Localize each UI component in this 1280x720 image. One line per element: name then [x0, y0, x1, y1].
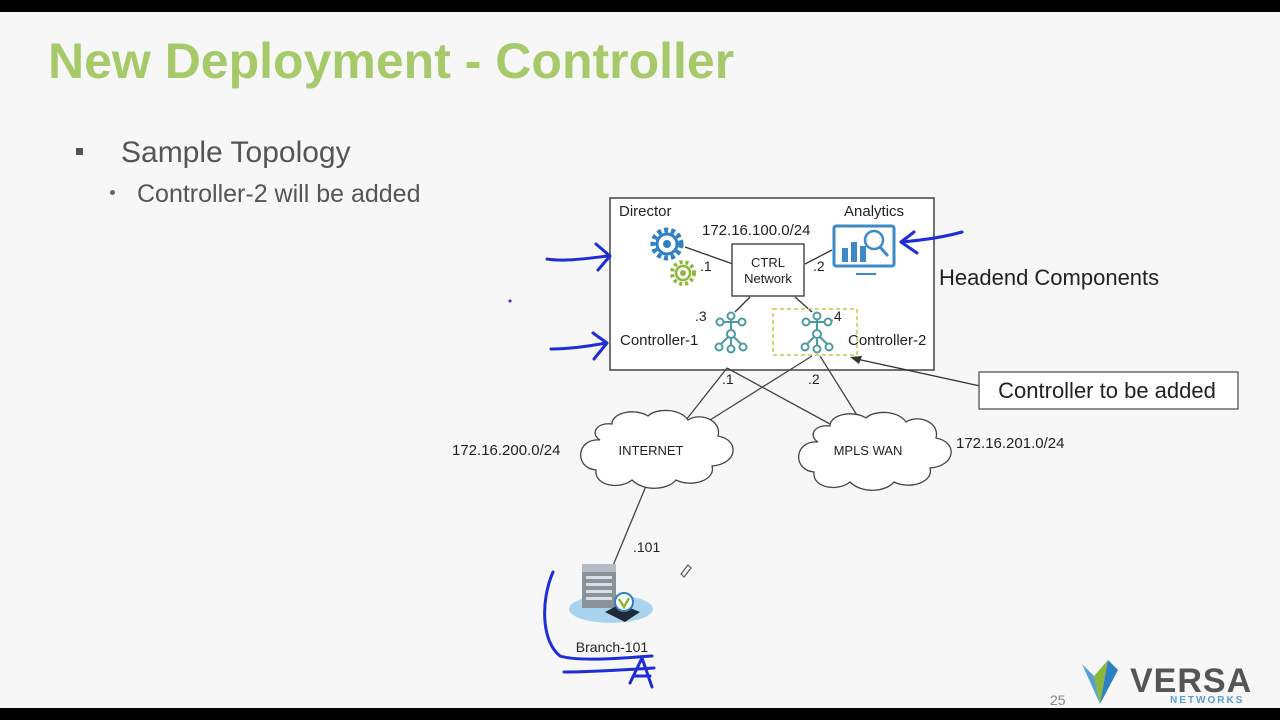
analytics-arrowhead-icon [899, 230, 919, 255]
branch-ip: .101 [633, 539, 660, 555]
uplink-ip-2: .2 [808, 371, 820, 387]
controller2-ip: .4 [830, 308, 842, 324]
branch-building-icon [569, 564, 653, 623]
controller2-label: Controller-2 [848, 332, 926, 349]
dot-bullet-icon [110, 189, 115, 195]
analytics-arrow-shaft [899, 230, 964, 244]
internet-subnet-label: 172.16.200.0/24 [452, 442, 560, 459]
analytics-ip: .2 [813, 258, 825, 274]
uplink-ip-1: .1 [722, 371, 734, 387]
versa-networks-logo: VERSA NETWORKS [1076, 652, 1251, 708]
controller1-icon [714, 311, 748, 354]
controller1-label: Controller-1 [620, 332, 698, 349]
internet-label: INTERNET [619, 443, 684, 458]
controller1-arrow-shaft [549, 341, 608, 351]
ctrl-network-links [684, 246, 833, 313]
slide-title: New Deployment - Controller [48, 33, 735, 89]
bullet-level1: Sample Topology [76, 136, 351, 170]
logo-wordmark: VERSA [1130, 662, 1253, 700]
annotation-marks [543, 230, 964, 689]
branch-underline-stroke [562, 666, 656, 674]
mpls-label: MPLS WAN [834, 443, 903, 458]
branch-a-mark [628, 656, 654, 689]
wan-links [611, 355, 861, 569]
controller2-icon [800, 311, 834, 354]
director-arrowhead-icon [594, 242, 612, 272]
square-bullet-icon [76, 147, 83, 155]
sub-bullet-text: Controller-2 will be added [137, 180, 421, 208]
callout-pointer [851, 357, 981, 387]
logo-subtitle: NETWORKS [1170, 695, 1245, 706]
callout-arrowhead-icon [850, 356, 862, 364]
controller1-arrowhead-icon [591, 331, 609, 361]
bullet-level2: Controller-2 will be added [110, 180, 420, 209]
ctrl-network-label-2: Network [744, 271, 792, 286]
controller2-highlight-box [772, 308, 858, 356]
versa-v-logo-icon [1082, 660, 1118, 704]
bullet-text: Sample Topology [121, 136, 351, 169]
topology-diagram: CTRL Network Director Analytics 172.16.1… [452, 197, 1239, 689]
internet-cloud-icon [580, 409, 734, 489]
ctrl-network-box [731, 243, 805, 297]
branch-label: Branch-101 [576, 639, 649, 655]
director-ip: .1 [700, 258, 712, 274]
controller1-ip: .3 [695, 308, 707, 324]
callout-box [978, 371, 1239, 410]
branch-circle-stroke [543, 570, 654, 661]
pen-cursor-icon [680, 564, 692, 578]
page-number: 25 [1050, 692, 1066, 708]
ctrl-subnet-label: 172.16.100.0/24 [702, 222, 810, 239]
director-gear-icon [650, 227, 696, 286]
analytics-monitor-icon [832, 224, 896, 275]
mpls-cloud-icon [798, 411, 952, 491]
headend-components-label: Headend Components [939, 265, 1159, 290]
director-arrow-shaft [545, 254, 610, 262]
annotation-dot [508, 299, 512, 303]
slide: New Deployment - Controller Sample Topol… [0, 12, 1280, 708]
analytics-label: Analytics [844, 203, 904, 220]
mpls-subnet-label: 172.16.201.0/24 [956, 435, 1064, 452]
ctrl-network-label-1: CTRL [751, 255, 785, 270]
director-label: Director [619, 203, 672, 220]
callout-label: Controller to be added [998, 378, 1216, 403]
